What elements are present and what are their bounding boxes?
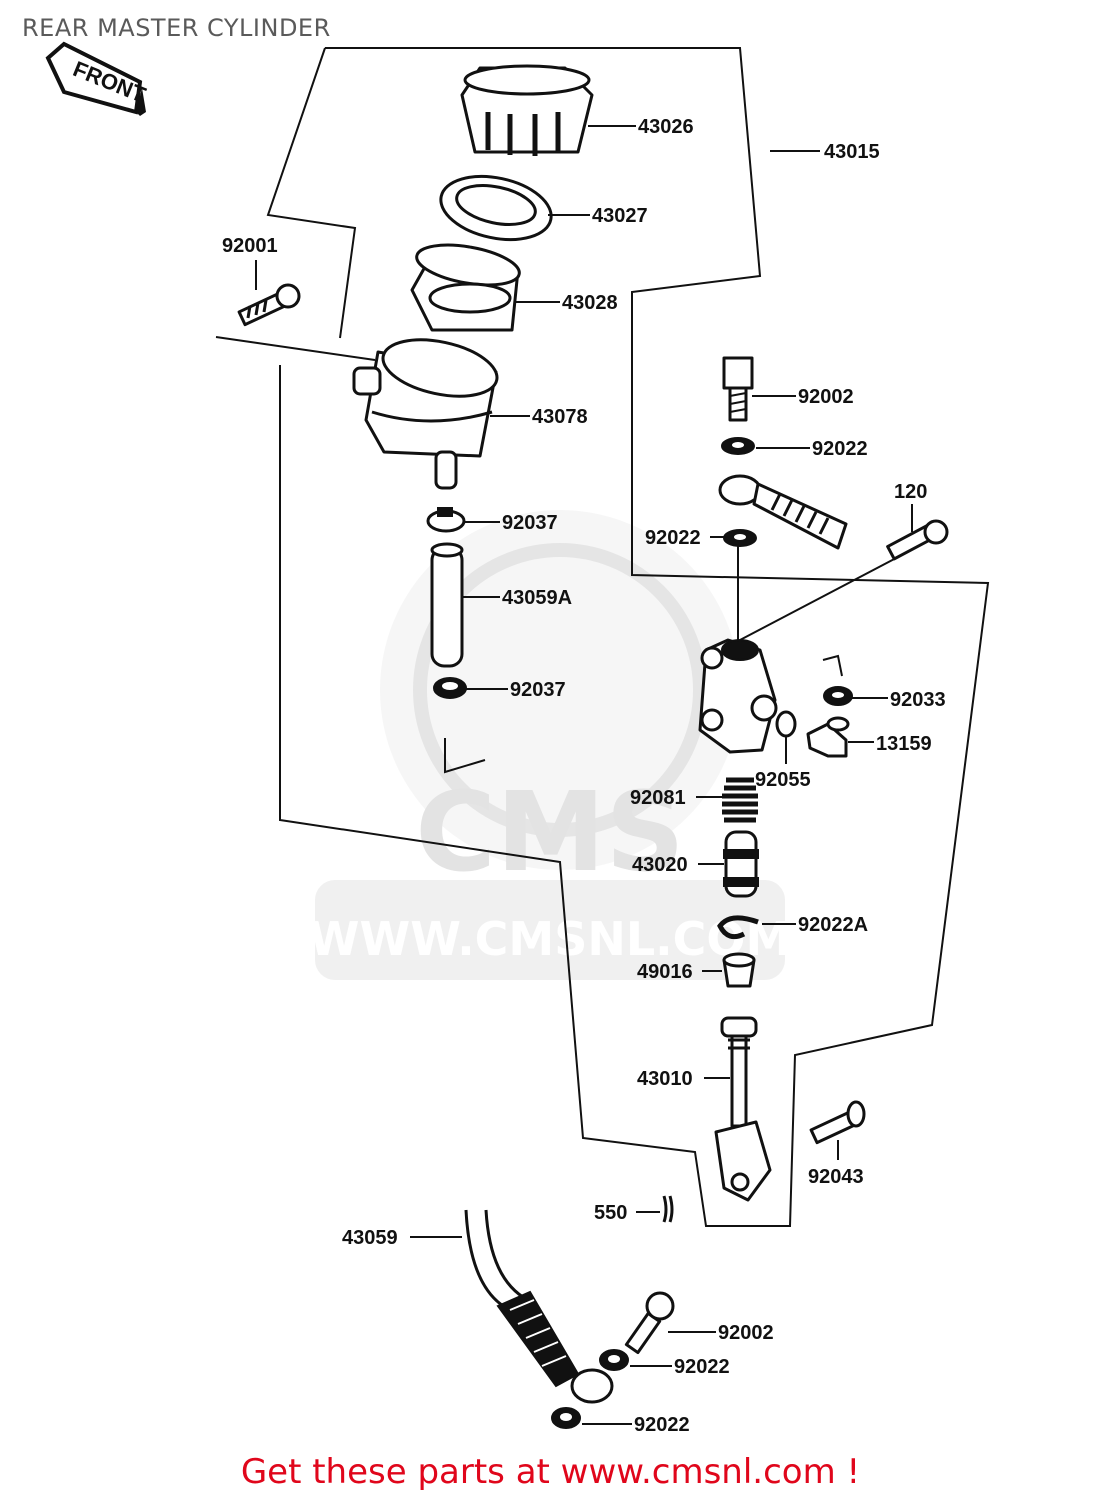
circlip-92022A <box>717 915 759 940</box>
callouts: 43026 43015 43027 92001 43028 43078 9200… <box>222 116 946 1436</box>
washer-92022-lower-1 <box>599 1349 629 1371</box>
callout-label: 13159 <box>876 733 932 755</box>
callout-label: 43010 <box>637 1068 693 1090</box>
hose-clamp-92037-lower <box>433 677 467 699</box>
callout-label: 43059A <box>502 587 572 609</box>
push-rod-43010 <box>714 1016 772 1202</box>
callout-label: 92022 <box>812 438 868 460</box>
brake-hose-43059 <box>464 1209 614 1404</box>
diaphragm-43028 <box>410 243 521 332</box>
assembly-outlines <box>215 47 990 1227</box>
callout-label: 43026 <box>638 116 694 138</box>
callout-label: 92022A <box>798 914 868 936</box>
callout-label: 92037 <box>502 512 558 534</box>
watermark-logo-text: CMS <box>415 768 684 896</box>
washer-92022-upper <box>721 437 755 455</box>
master-cylinder-body <box>698 638 778 754</box>
watermark-url-text: WWW.CMSNL.COM <box>309 912 792 966</box>
hose-clamp-92037-upper <box>426 507 466 533</box>
callout-label: 43027 <box>592 205 648 227</box>
washer-92033 <box>823 686 853 706</box>
reservoir-cap-43026 <box>460 64 594 156</box>
diaphragm-plate-43027 <box>439 174 553 242</box>
callout-label: 92022 <box>674 1356 730 1378</box>
callout-label: 92002 <box>798 386 854 408</box>
footer-link[interactable]: Get these parts at www.cmsnl.com ! <box>240 1452 861 1492</box>
front-arrow-icon: FRONT <box>45 41 150 116</box>
callout-label: 43028 <box>562 292 618 314</box>
callout-label: 92022 <box>634 1414 690 1436</box>
callout-label: 92055 <box>755 769 811 791</box>
cotter-pin-550 <box>662 1195 674 1223</box>
banjo-fitting <box>718 474 848 550</box>
callout-label: 43020 <box>632 854 688 876</box>
callout-label: 92081 <box>630 787 686 809</box>
cms-watermark: CMS WWW.CMSNL.COM <box>309 510 792 980</box>
callout-label: 49016 <box>637 961 693 983</box>
callout-label: 92001 <box>222 235 278 257</box>
elbow-fitting-13159 <box>806 716 850 758</box>
callout-label: 92033 <box>890 689 946 711</box>
page-title: REAR MASTER CYLINDER <box>22 14 331 42</box>
boot-49016 <box>722 952 756 988</box>
washer-92022-middle <box>723 529 757 547</box>
callout-label: 550 <box>594 1202 627 1224</box>
banjo-bolt-92002-upper <box>722 356 754 422</box>
callout-label: 43059 <box>342 1227 398 1249</box>
piston-43020 <box>723 830 759 898</box>
bolt-92001 <box>237 283 301 327</box>
callout-label: 92043 <box>808 1166 864 1188</box>
banjo-bolt-92002-lower <box>624 1291 675 1355</box>
spring-92081 <box>722 777 758 823</box>
callout-label: 92037 <box>510 679 566 701</box>
pin-92043 <box>809 1100 866 1145</box>
bolt-120 <box>739 519 949 641</box>
callout-label: 43015 <box>824 141 880 163</box>
callout-label: 43078 <box>532 406 588 428</box>
callout-label: 120 <box>894 481 927 503</box>
callout-label: 92002 <box>718 1322 774 1344</box>
callout-label: 92022 <box>645 527 701 549</box>
reservoir-43078 <box>352 338 499 490</box>
hose-43059A <box>430 542 464 668</box>
washer-92022-lower-2 <box>551 1407 581 1429</box>
o-ring-92055 <box>775 710 797 738</box>
